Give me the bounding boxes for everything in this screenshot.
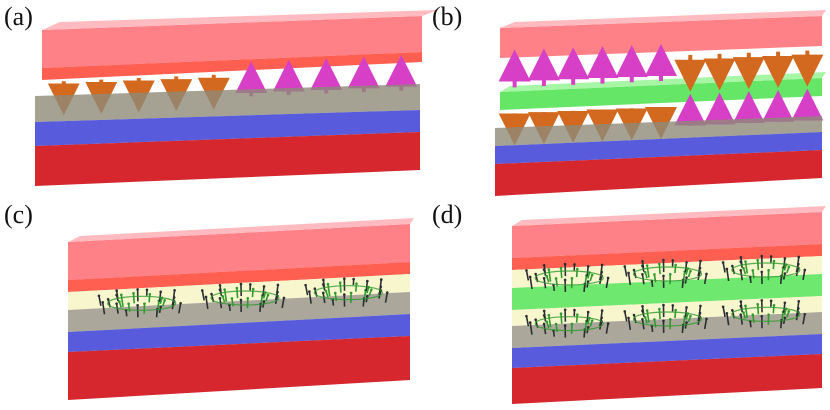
panel-c <box>68 218 414 400</box>
panel-b <box>495 10 826 196</box>
skyrmion-texture-upper <box>525 254 807 293</box>
skyrmion-cluster <box>200 282 286 313</box>
top-slab <box>512 206 826 270</box>
top-slab <box>42 10 438 80</box>
top-slab <box>68 218 414 292</box>
panel-a <box>35 10 438 186</box>
skyrmion-cluster <box>721 299 807 329</box>
skyrmion-texture <box>97 277 389 318</box>
panel-d <box>512 206 826 404</box>
top-slab <box>500 10 826 58</box>
bottom-stack <box>68 314 410 400</box>
skyrmion-cluster <box>97 288 182 318</box>
skyrmion-cluster <box>721 254 807 285</box>
arrow-layer-upper <box>498 44 824 92</box>
skyrmion-cluster <box>304 277 389 307</box>
bottom-stack <box>495 116 822 196</box>
skyrmion-layer <box>512 312 822 348</box>
skyrmion-cluster <box>623 303 708 334</box>
green-layer <box>512 274 822 310</box>
panel-label-d: (d) <box>432 200 463 229</box>
bottom-stack <box>35 84 420 186</box>
panel-label-b: (b) <box>432 2 463 31</box>
panel-label-c: (c) <box>4 200 33 229</box>
skyrmion-texture-lower <box>525 299 807 338</box>
panel-label-a: (a) <box>4 2 33 31</box>
skyrmion-cluster <box>525 262 610 293</box>
skyrmion-cluster <box>525 308 610 338</box>
bottom-stack <box>512 334 822 404</box>
skyrmion-cluster <box>623 258 708 289</box>
